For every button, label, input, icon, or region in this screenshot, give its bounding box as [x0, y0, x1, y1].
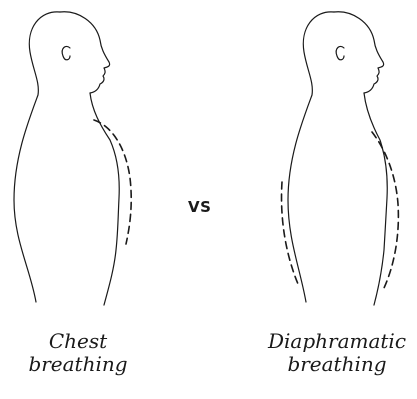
left-caption-line1: Chest: [8, 330, 148, 353]
left-caption-line2: breathing: [8, 353, 148, 376]
right-caption-line2: breathing: [258, 353, 416, 376]
left-chest-expansion-dashed: [94, 120, 131, 244]
right-back-expansion-dashed: [282, 182, 298, 284]
right-abdomen-expansion-dashed: [372, 132, 398, 288]
right-figure-outline: [288, 12, 387, 305]
left-figure-outline: [14, 12, 119, 305]
left-caption: Chest breathing: [8, 330, 148, 376]
right-caption-line1: Diaphramatic: [258, 330, 416, 353]
vs-separator: VS: [188, 198, 211, 216]
right-caption: Diaphramatic breathing: [258, 330, 416, 376]
